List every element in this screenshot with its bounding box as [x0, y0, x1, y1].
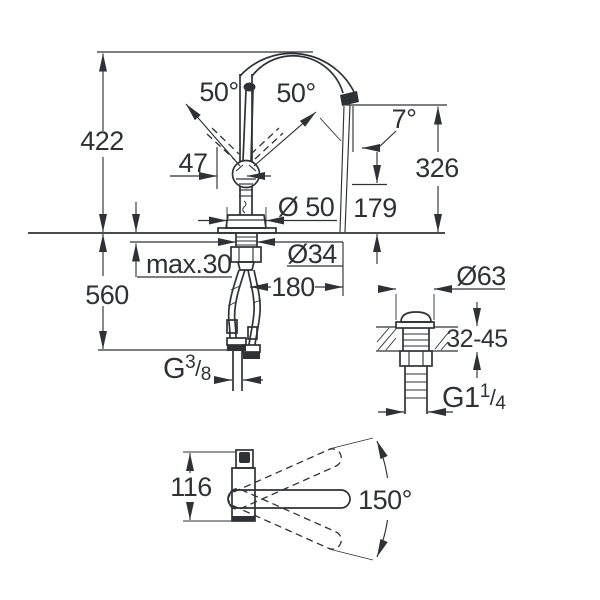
left-fitting-nut [227, 345, 246, 351]
dim-drain-thread-g114: G11/4 [378, 381, 507, 416]
dim-projection-180: 180 [250, 272, 343, 302]
dim-total-height-422: 422 [80, 51, 313, 232]
dim-outlet-height-326: 326 [345, 104, 459, 232]
left-hose-sleeve [226, 319, 238, 334]
dim-below-deck-560: 560 [85, 234, 232, 351]
angle-leg-extension [319, 117, 342, 142]
hose-braid-tick [252, 299, 262, 304]
lever-shaft-left [242, 89, 247, 162]
dim-lever-offset-47: 47 [170, 147, 271, 189]
dim-deck-range-label: 32-45 [446, 325, 507, 353]
lever-shaft-right [250, 89, 254, 162]
dim-lever-angle-left-50: 50° [185, 77, 241, 167]
dim-flange-diameter-63: Ø63 [378, 261, 506, 320]
lever-swing-dashed [211, 127, 240, 155]
dim-aux-height-179: 179 [352, 152, 397, 264]
drain-flange [395, 321, 435, 329]
body-base-band [232, 516, 255, 521]
lever-knob-top-view [239, 452, 250, 463]
deck-hatch [434, 332, 449, 350]
base-flange [225, 214, 267, 229]
plan-view [227, 437, 374, 561]
water-stream-right [344, 104, 351, 233]
dim-supply-thread-g38: G3/8 [163, 352, 263, 385]
dim-base-diameter-label: Ø 50 [278, 192, 335, 222]
dim-body-length-label: 116 [170, 472, 212, 502]
right-fitting-nut [243, 352, 260, 359]
spout-plan-center [227, 489, 351, 509]
angle-extension-upper [328, 437, 374, 450]
lever-swing-dashed [254, 132, 284, 160]
hose-braid-tick [230, 285, 241, 291]
dim-lever-angle-left-label: 50° [199, 77, 238, 107]
mounting-nut [230, 246, 262, 263]
dim-swivel-range-label: 150° [358, 485, 412, 515]
left-hose-outer [227, 269, 240, 339]
dim-drain-thread-label: G11/4 [442, 381, 506, 414]
dim-shank-diameter-34: Ø34 [130, 238, 344, 296]
dim-swivel-range-150: 150° [358, 440, 412, 558]
deck-hatch [377, 328, 397, 351]
aerator-tip [340, 91, 359, 106]
waste-fitting-view [376, 311, 458, 414]
deck-hatch [440, 341, 449, 351]
dim-base-diameter-50: Ø 50 [198, 192, 337, 227]
spout-inner-arc [251, 54, 344, 94]
dim-lever-angle-right-50: 50° [250, 78, 342, 167]
dim-below-deck-label: 560 [85, 280, 129, 310]
dim-shank-diameter-label: Ø34 [287, 239, 337, 269]
lever-swing-dashed [250, 127, 280, 155]
dim-projection-label: 180 [271, 272, 315, 302]
spout-plan-lower-dashed [227, 488, 342, 550]
dim-max-deck-thickness-30: max.30 [132, 202, 232, 279]
hose-braid-tick [227, 301, 237, 307]
lever-knob [243, 82, 256, 92]
angle-extension-lower [328, 548, 374, 561]
dim-aux-height-label: 179 [353, 193, 397, 223]
right-hose-outer [247, 269, 256, 346]
water-stream-left [339, 105, 345, 233]
body-section-mark [242, 200, 247, 214]
dim-stream-angle-7: 7° [352, 104, 417, 152]
left-fitting [226, 337, 247, 346]
dim-lever-offset-label: 47 [178, 148, 207, 178]
dim-supply-thread-label: G3/8 [163, 352, 211, 385]
drain-cap-dome [400, 311, 432, 323]
spout-outer-arc [239, 52, 356, 95]
dim-body-length-116: 116 [170, 451, 236, 522]
right-hose-sleeve [247, 326, 258, 340]
dim-flange-diameter-label: Ø63 [456, 261, 506, 291]
dim-stream-angle-label: 7° [392, 104, 417, 134]
hose-adapter [236, 261, 256, 271]
ball-socket-line [248, 164, 257, 172]
dim-outlet-height-label: 326 [415, 153, 459, 183]
lever-swing-dashed [206, 133, 236, 161]
dim-total-height-label: 422 [80, 126, 124, 156]
dim-lever-angle-right-label: 50° [276, 78, 315, 108]
dim-max-thickness-label: max.30 [146, 249, 232, 279]
deck-hatch [385, 337, 397, 351]
left-hose-inner [233, 269, 246, 339]
dim-deck-range-32-45: 32-45 [446, 302, 508, 378]
deck-hatch [376, 327, 390, 343]
ball-socket-line [235, 164, 244, 172]
drain-locknut [399, 350, 433, 367]
